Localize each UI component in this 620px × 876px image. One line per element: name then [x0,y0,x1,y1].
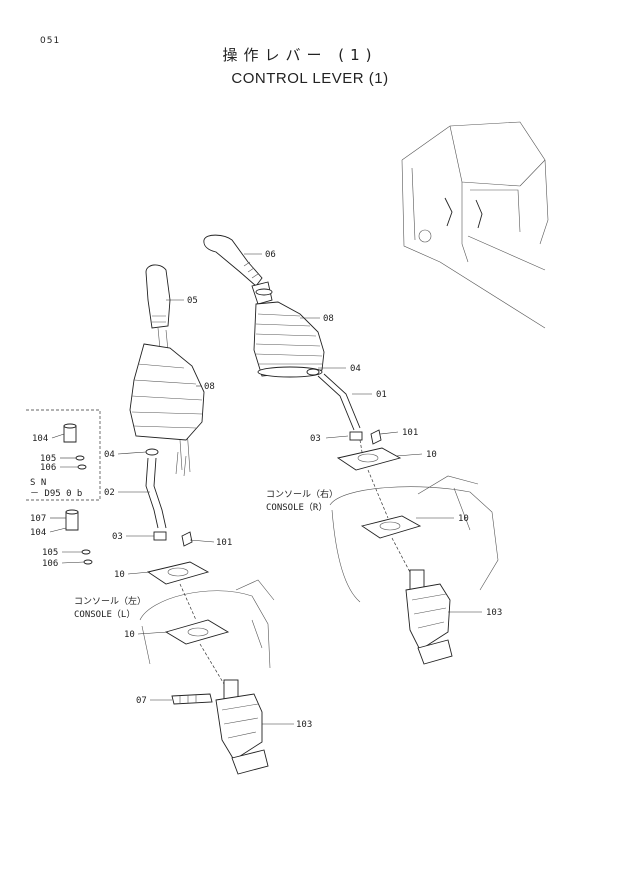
callout-101-left: 101 [216,538,232,548]
callout-04-left: 04 [104,450,115,460]
plate-left-upper [146,561,210,585]
callout-10-right-lower: 10 [458,514,469,524]
callout-101-right: 101 [402,428,418,438]
serial-number-box [26,409,101,501]
pilot-valve-right [405,569,453,665]
callout-106-upper: 106 [40,463,56,473]
callout-08-left: 08 [204,382,215,392]
callout-01: 01 [376,390,387,400]
cab-locator-sketch [401,121,549,329]
plate-right-lower [360,515,422,539]
boot-left [129,343,205,441]
right-lever-assembly [203,234,499,665]
grip-left [145,264,171,329]
console-right-en: CONSOLE（R） [266,502,327,513]
callout-10-left-upper: 10 [114,570,125,580]
grip-right [203,234,263,287]
plate-left-lower [164,619,230,645]
callout-105-upper: 105 [40,454,56,464]
plate-right-upper [336,447,402,471]
callout-106-lower: 106 [42,559,58,569]
console-left-jp: コンソール（左） [74,595,146,607]
callout-103-right: 103 [486,608,502,618]
console-right-jp: コンソール（右） [266,488,338,500]
console-left-en: CONSOLE（L） [74,609,135,620]
washer-right [306,368,320,376]
page-number: 051 [40,36,61,46]
page-title-english: CONTROL LEVER (1) [231,70,389,87]
callout-10-right-upper: 10 [426,450,437,460]
switch-rod [171,693,213,705]
callout-04-right: 04 [350,364,361,374]
callout-107: 107 [30,514,46,524]
boot-right [253,301,325,377]
lever-rod-left [145,457,167,529]
callout-05: 05 [187,296,198,306]
callout-103-left: 103 [296,720,312,730]
callout-06: 06 [265,250,276,260]
callout-104-upper: 104 [32,434,48,444]
page-title-japanese: 操作レバー (1) [222,46,378,64]
callout-02: 02 [104,488,115,498]
callout-07: 07 [136,696,147,706]
leader-lines [49,253,482,725]
pilot-valve-left [215,679,269,775]
sn-range: － D95 0 b [30,489,82,499]
nut-right [349,431,363,441]
callout-labels: 06 08 04 01 03 101 10 10 103 05 08 04 02… [30,250,502,730]
callout-03-left: 03 [112,532,123,542]
callout-104-lower: 104 [30,528,46,538]
switch-small-parts [65,509,93,565]
left-lever-assembly [129,264,275,775]
lever-rod-right [317,373,361,431]
nut-left [153,531,167,541]
washer-left [145,448,159,456]
callout-10-left-lower: 10 [124,630,135,640]
callout-08-right: 08 [323,314,334,324]
callout-105-lower: 105 [42,548,58,558]
callout-03-right: 03 [310,434,321,444]
sn-label: S N [30,478,46,488]
